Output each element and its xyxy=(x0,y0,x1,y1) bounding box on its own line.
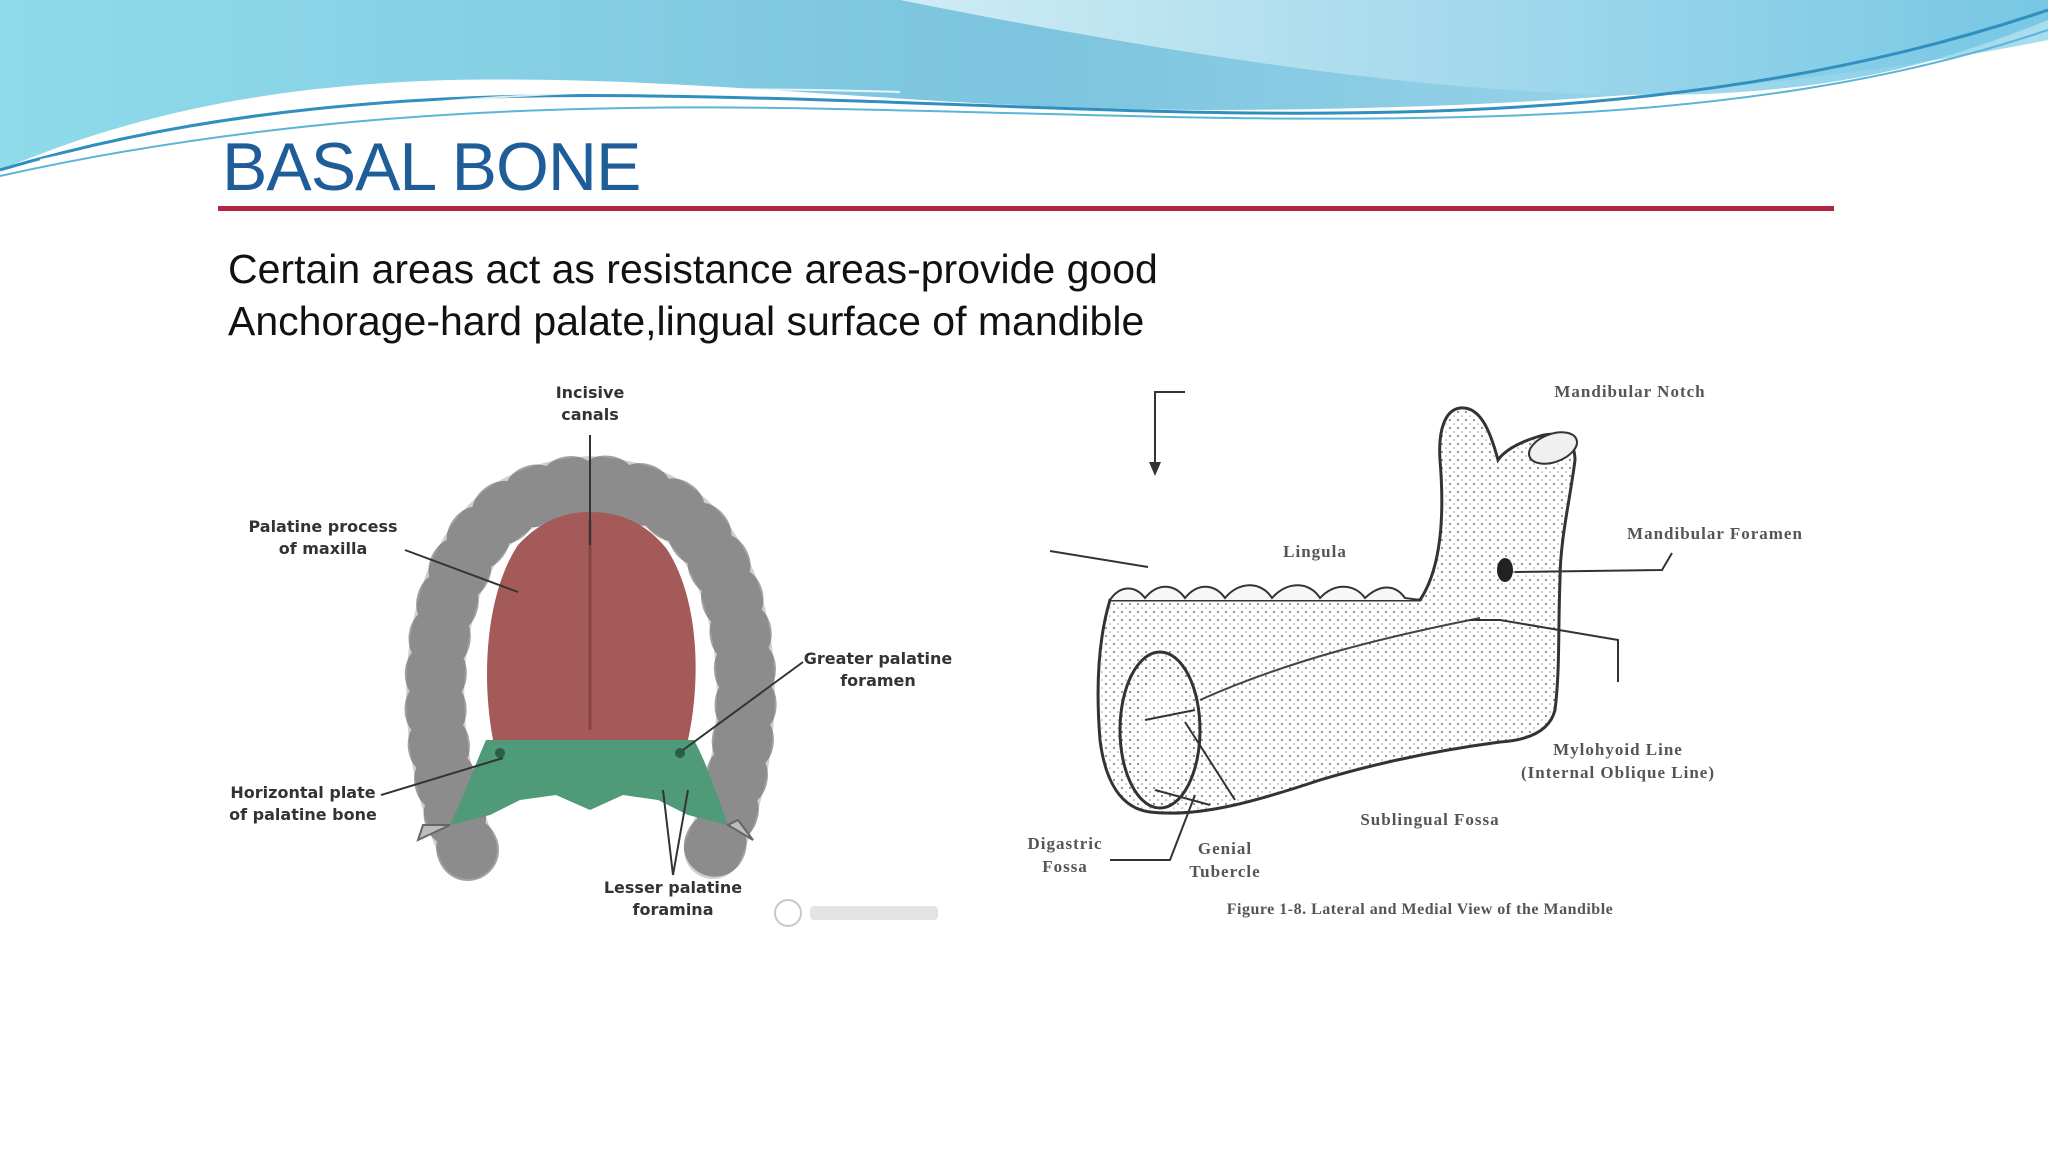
title-rule xyxy=(218,206,1834,211)
label-lesser-palatine-foramina: Lesser palatine foramina xyxy=(603,878,743,919)
hard-palate-drawing xyxy=(380,435,938,927)
mandible-figure: Mandibular Notch Lingula Mandibular Fora… xyxy=(1000,370,1840,950)
label-greater-palatine-foramen: Greater palatine foramen xyxy=(803,649,953,690)
label-genial-tubercle: Genial Tubercle xyxy=(1189,839,1261,881)
mandible-figure-caption: Figure 1-8. Lateral and Medial View of t… xyxy=(1226,901,1614,918)
hard-palate-figure: Incisive canals Palatine process of maxi… xyxy=(218,370,998,950)
label-palatine-process: Palatine process of maxilla xyxy=(248,517,398,558)
body-line-1: Certain areas act as resistance areas-pr… xyxy=(228,246,1158,292)
label-sublingual-fossa: Sublingual Fossa xyxy=(1360,810,1500,829)
body-text: Certain areas act as resistance areas-pr… xyxy=(228,243,1158,347)
label-lingula: Lingula xyxy=(1283,542,1347,561)
mandible-drawing xyxy=(1049,391,1673,861)
label-mandibular-foramen: Mandibular Foramen xyxy=(1627,524,1803,543)
wave-banner xyxy=(0,0,2048,177)
slide-title: BASAL BONE xyxy=(222,129,641,205)
label-digastric-fossa: Digastric Fossa xyxy=(1027,834,1103,876)
label-incisive-canals: Incisive canals xyxy=(555,383,625,424)
body-line-2: Anchorage-hard palate,lingual surface of… xyxy=(228,298,1145,344)
label-horizontal-plate: Horizontal plate of palatine bone xyxy=(229,783,377,824)
copyright-icon xyxy=(774,899,802,927)
label-mandibular-notch: Mandibular Notch xyxy=(1554,382,1706,401)
label-mylohyoid-line: Mylohyoid Line (Internal Oblique Line) xyxy=(1521,740,1715,782)
